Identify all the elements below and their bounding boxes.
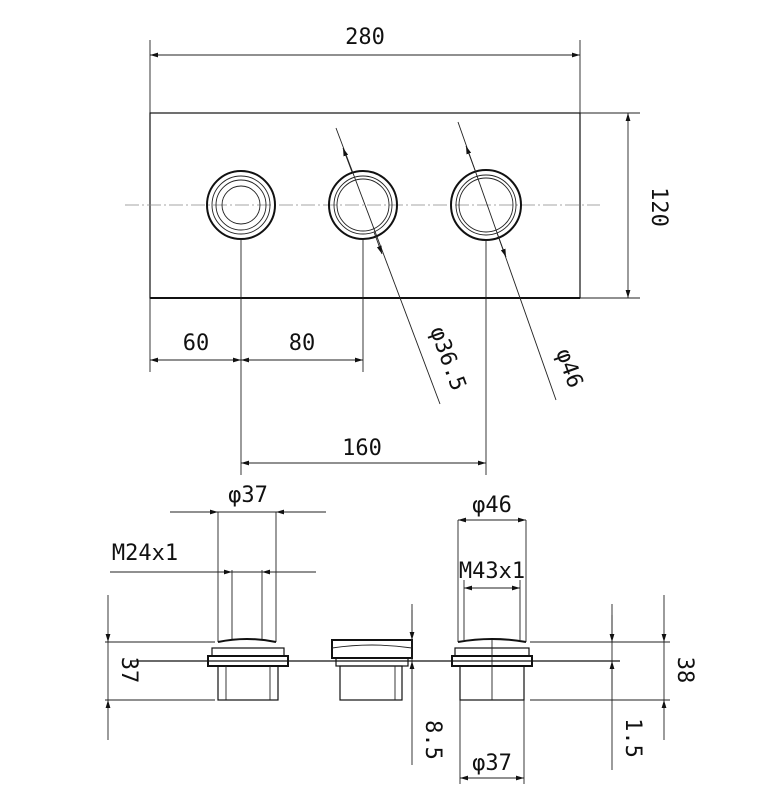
dim-left-d37-label: φ37 xyxy=(228,483,268,508)
dim-d36-5-label: φ36.5 xyxy=(424,324,470,395)
dim-bottom-d37-label: φ37 xyxy=(472,751,512,776)
dim-8-5-label: 8.5 xyxy=(420,720,445,760)
plan-view: 280 120 60 80 160 φ36.5 φ46 xyxy=(125,25,671,475)
leader-d36-5 xyxy=(335,127,441,405)
dim-right-d46-label: φ46 xyxy=(472,493,512,518)
dim-160-label: 160 xyxy=(342,436,382,461)
right-valve xyxy=(451,520,533,701)
dim-right-38-label: 38 xyxy=(672,657,697,684)
dim-80-label: 80 xyxy=(289,331,316,356)
dim-120-label: 120 xyxy=(646,187,671,227)
section-view: φ37 M24x1 37 φ46 M43x1 38 8.5 xyxy=(105,483,697,784)
dim-m43-label: M43x1 xyxy=(459,559,525,584)
dim-m24-label: M24x1 xyxy=(112,541,178,566)
dim-left-37-label: 37 xyxy=(116,657,141,684)
dim-1-5-label: 1.5 xyxy=(620,718,645,758)
middle-valve xyxy=(331,639,413,701)
dim-d46-label: φ46 xyxy=(550,346,587,392)
left-valve xyxy=(207,512,289,701)
dim-280-label: 280 xyxy=(345,25,385,50)
dim-60-label: 60 xyxy=(183,331,210,356)
